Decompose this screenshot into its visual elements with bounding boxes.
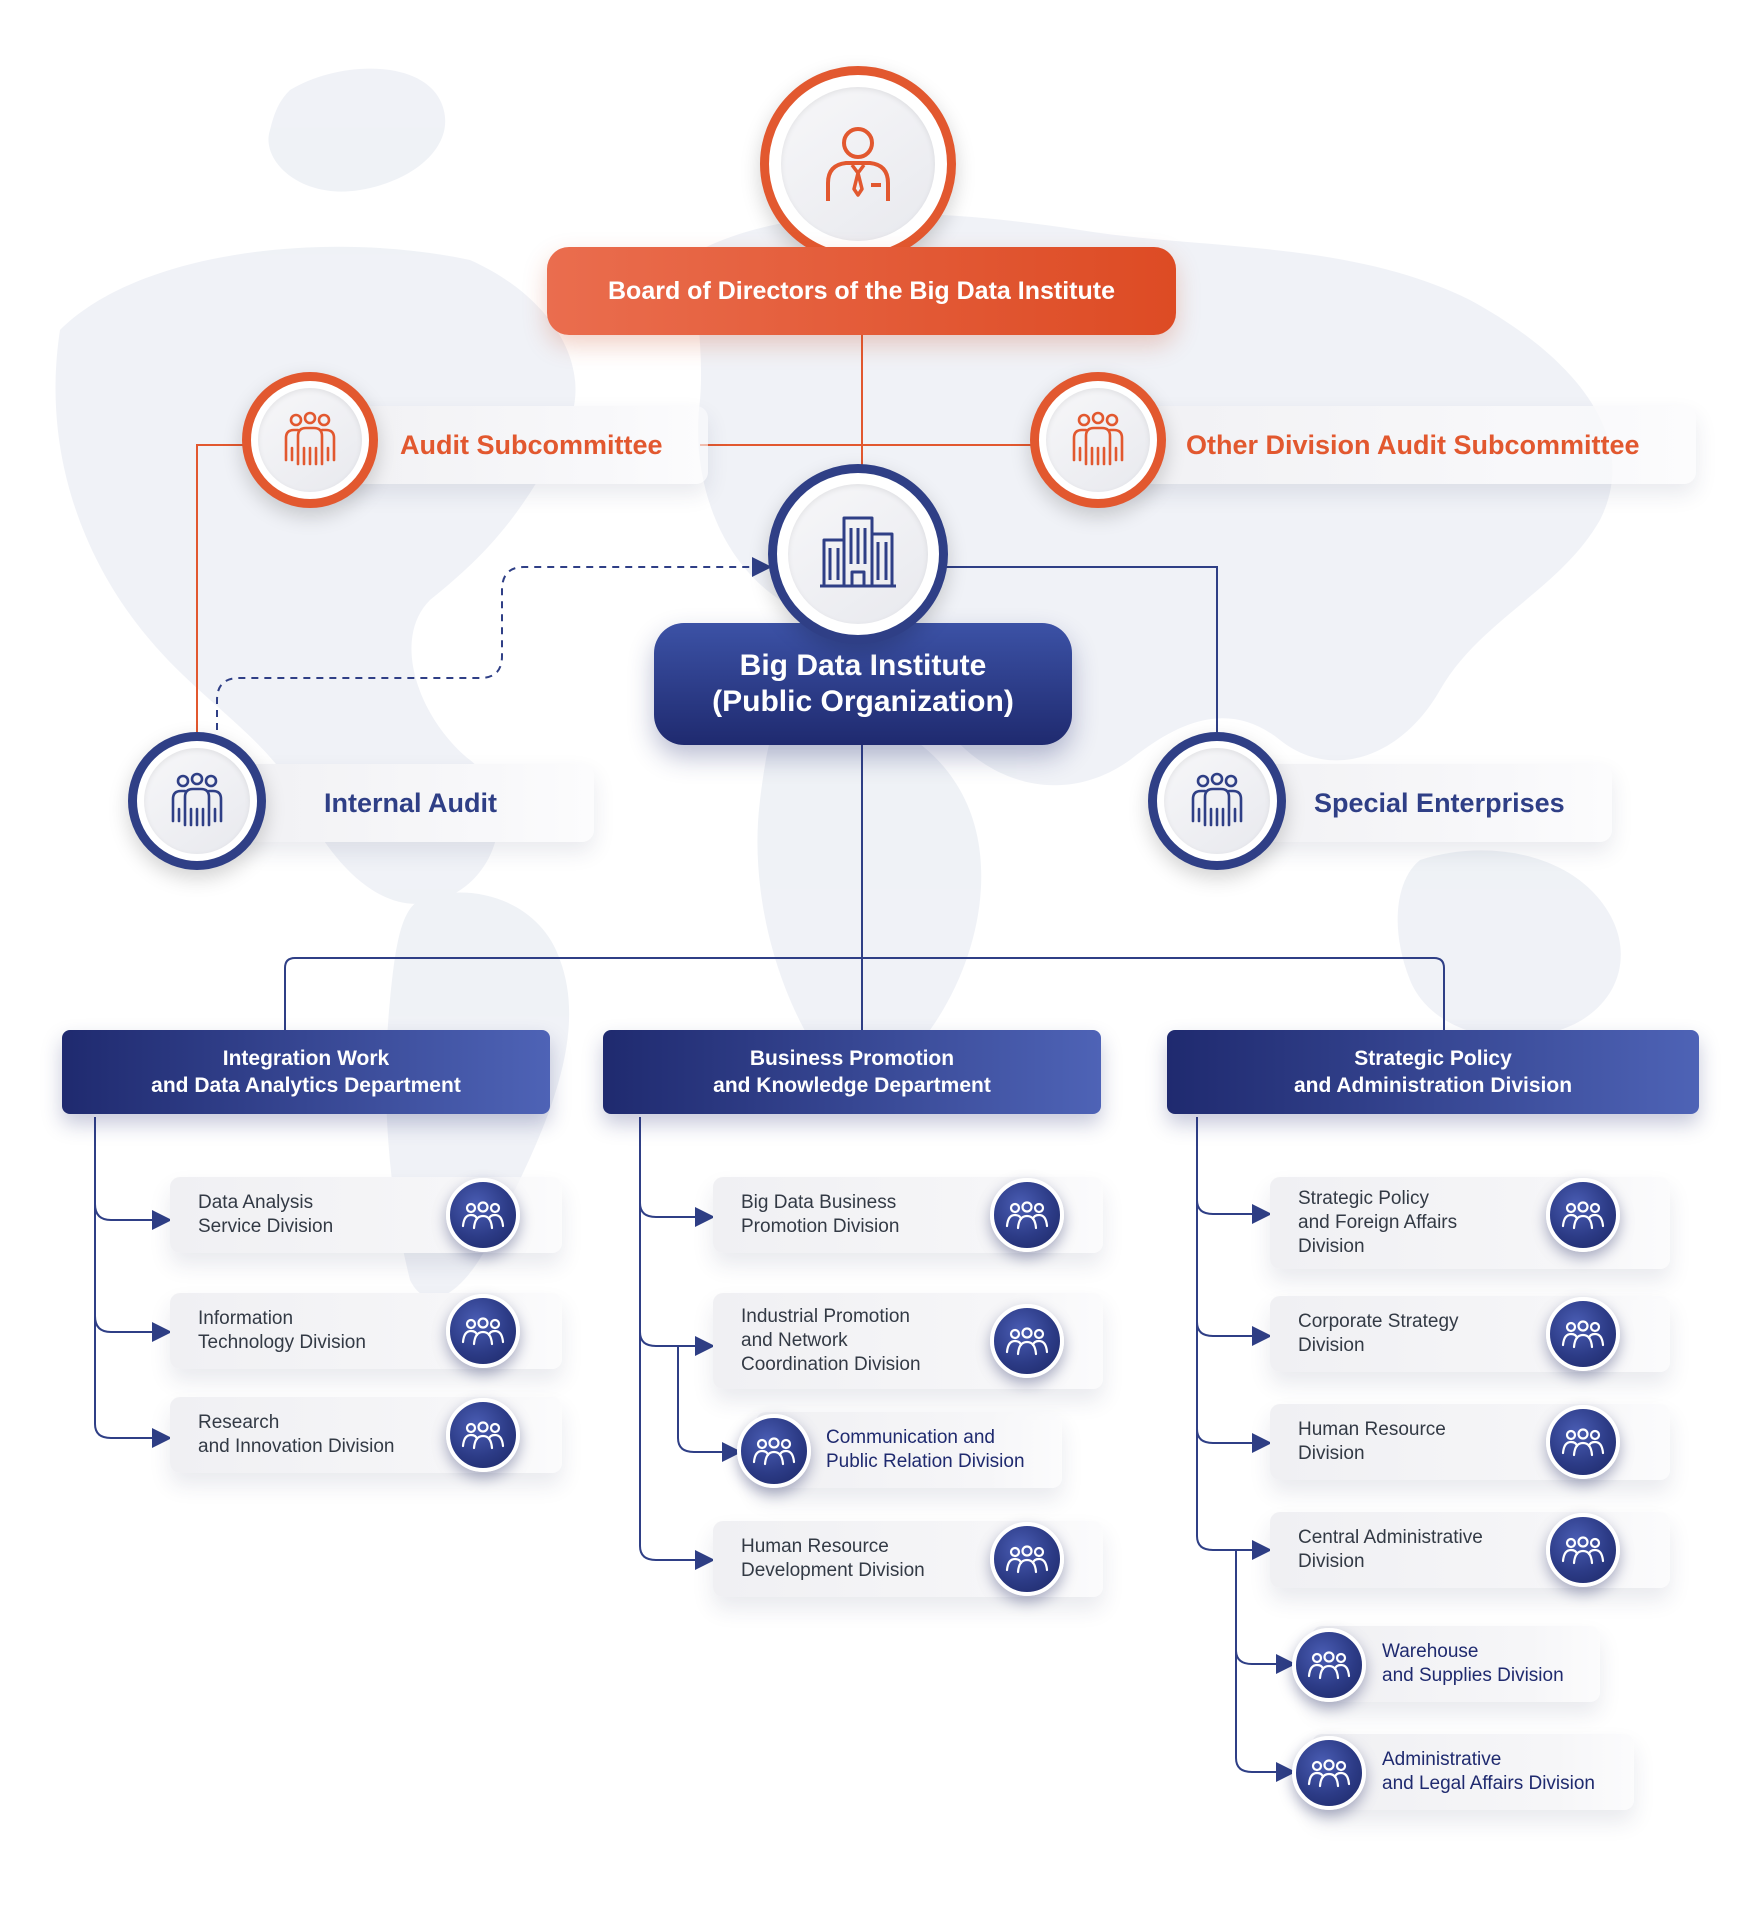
division-line: and Network (741, 1330, 848, 1351)
people-icon (461, 1317, 505, 1346)
internal-audit-circle (128, 732, 266, 870)
department-title-line1: Business Promotion (749, 1047, 955, 1070)
department-title-line2: and Knowledge Department (713, 1074, 991, 1097)
division-line: Big Data Business (741, 1192, 897, 1213)
group-icon (171, 772, 223, 827)
special-enterprises-label: Special Enterprises (1232, 764, 1612, 842)
division-line: Division (1298, 1236, 1365, 1257)
department-header: Business Promotion and Knowledge Departm… (603, 1030, 1101, 1114)
division-line: Division (1298, 1443, 1365, 1464)
division-icon-badge (1546, 1297, 1620, 1371)
group-icon (1072, 411, 1124, 466)
division-line: Development Division (741, 1560, 925, 1581)
group-icon (284, 411, 336, 466)
group-icon (1191, 772, 1243, 827)
division-line: Corporate Strategy (1298, 1311, 1459, 1332)
people-icon (461, 1201, 505, 1230)
sub-division-card: Warehouse and Supplies Division (1312, 1626, 1600, 1702)
people-icon (752, 1437, 796, 1466)
division-icon-badge (1546, 1513, 1620, 1587)
division-line: Human Resource (1298, 1419, 1446, 1440)
division-line: Information (198, 1308, 294, 1329)
division-line: and Foreign Affairs (1298, 1212, 1458, 1233)
division-line: and Legal Affairs Division (1382, 1773, 1595, 1794)
internal-audit-label: Internal Audit (240, 764, 594, 842)
audit-subcommittee-label: Audit Subcommittee (340, 406, 708, 484)
division-line: Industrial Promotion (741, 1306, 910, 1327)
division-line: Human Resource (741, 1536, 889, 1557)
department-title-line1: Integration Work (222, 1047, 390, 1070)
division-line: Central Administrative (1298, 1527, 1483, 1548)
division-line: Promotion Division (741, 1216, 900, 1237)
division-line: Public Relation Division (826, 1451, 1025, 1472)
other-audit-subcommittee-circle (1030, 372, 1166, 508)
division-icon-badge (446, 1178, 520, 1252)
people-icon (1307, 1651, 1351, 1680)
division-line: Communication and (826, 1427, 995, 1448)
people-icon (1307, 1759, 1351, 1788)
division-icon-badge (446, 1398, 520, 1472)
division-icon-badge (1292, 1736, 1366, 1810)
department-title-line1: Strategic Policy (1354, 1047, 1512, 1070)
division-icon-badge (737, 1414, 811, 1488)
division-icon-badge (1546, 1405, 1620, 1479)
division-line: and Innovation Division (198, 1436, 395, 1457)
division-line: Coordination Division (741, 1354, 921, 1375)
division-line: Warehouse (1382, 1641, 1479, 1662)
people-icon (1005, 1327, 1049, 1356)
division-line: Division (1298, 1335, 1365, 1356)
department-header: Integration Work and Data Analytics Depa… (62, 1030, 550, 1114)
people-icon (1561, 1428, 1605, 1457)
audit-subcommittee-circle (242, 372, 378, 508)
division-line: Research (198, 1412, 280, 1433)
people-icon (1561, 1320, 1605, 1349)
people-icon (1561, 1201, 1605, 1230)
people-icon (1005, 1545, 1049, 1574)
division-line: Data Analysis (198, 1192, 314, 1213)
board-circle (760, 66, 956, 262)
board-title: Board of Directors of the Big Data Insti… (547, 247, 1176, 335)
department-header: Strategic Policy and Administration Divi… (1167, 1030, 1699, 1114)
institute-title-line1: Big Data Institute (739, 649, 987, 682)
special-enterprises-circle (1148, 732, 1286, 870)
division-icon-badge (990, 1522, 1064, 1596)
people-icon (1005, 1201, 1049, 1230)
building-icon (820, 516, 896, 588)
orange-connectors (196, 330, 1050, 735)
division-line: Administrative (1382, 1749, 1502, 1770)
division-icon-badge (1546, 1178, 1620, 1252)
people-icon (1561, 1536, 1605, 1565)
division-icon-badge (990, 1304, 1064, 1378)
division-line: Division (1298, 1551, 1365, 1572)
department-title-line2: and Administration Division (1293, 1074, 1573, 1097)
institute-circle (768, 464, 948, 644)
division-icon-badge (1292, 1628, 1366, 1702)
other-audit-subcommittee-label: Other Division Audit Subcommittee (1128, 406, 1696, 484)
division-line: Service Division (198, 1216, 334, 1237)
person-tie-icon (826, 127, 890, 201)
institute-title-line2: (Public Organization) (712, 685, 1014, 718)
department-title-line2: and Data Analytics Department (151, 1074, 461, 1097)
division-line: Strategic Policy (1298, 1188, 1429, 1209)
division-icon-badge (990, 1178, 1064, 1252)
division-line: and Supplies Division (1382, 1665, 1564, 1686)
people-icon (461, 1421, 505, 1450)
division-line: Technology Division (198, 1332, 366, 1353)
division-icon-badge (446, 1294, 520, 1368)
navy-connectors (94, 557, 1445, 1782)
